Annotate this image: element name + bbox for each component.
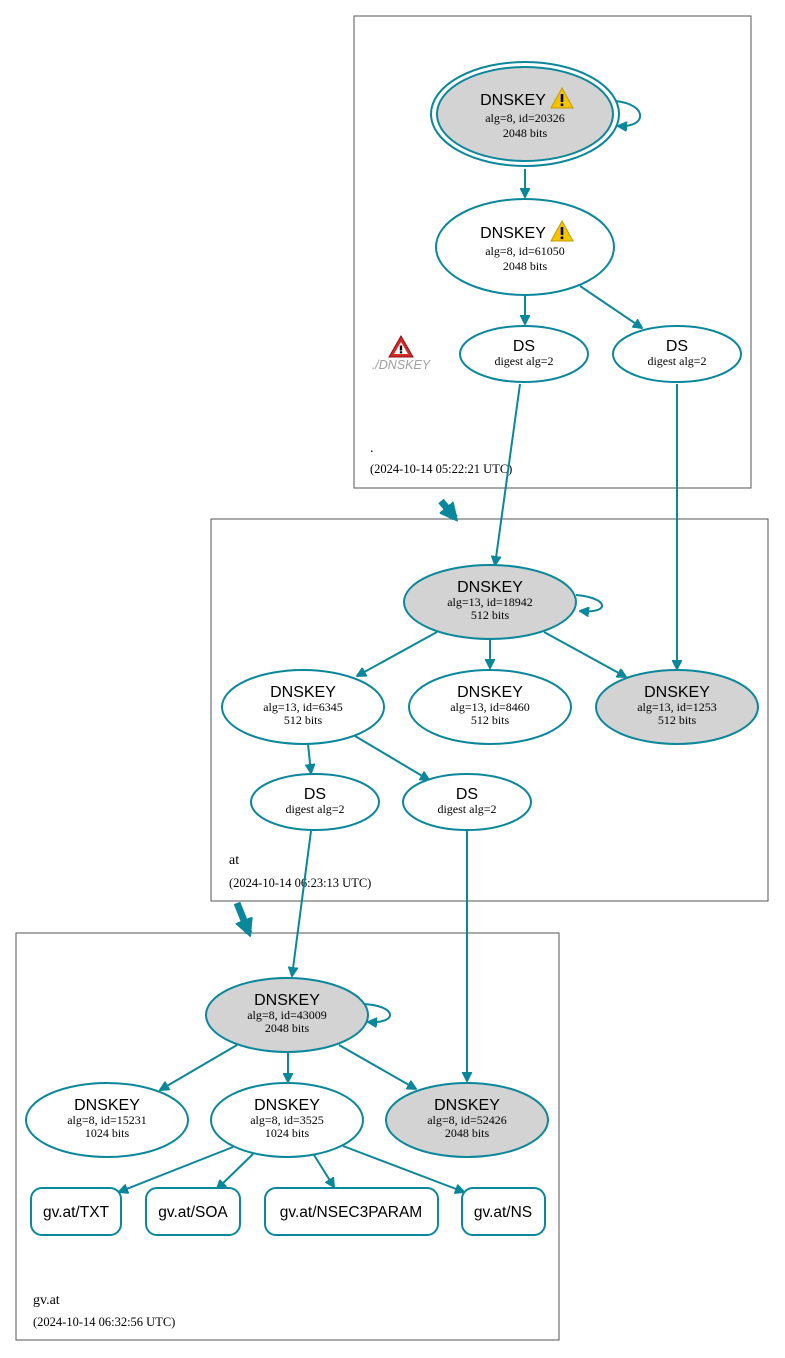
node-title: DS [666, 338, 688, 355]
node-line1: digest alg=2 [285, 802, 344, 816]
dnskey-node-at-1253[interactable]: DNSKEY alg=13, id=1253 512 bits [595, 669, 759, 745]
edge-gv-k3525-nsec3param [313, 1154, 334, 1187]
node-line1: alg=8, id=20326 [485, 111, 565, 125]
edge-root-ksk-self [614, 100, 642, 126]
zone-root-timestamp: (2024-10-14 05:22:21 UTC) [370, 462, 512, 476]
node-line1: alg=13, id=6345 [263, 700, 343, 714]
node-line2: 2048 bits [503, 259, 548, 273]
dnskey-node-at-18942[interactable]: DNSKEY alg=13, id=18942 512 bits [403, 564, 577, 640]
dnskey-node-gv-3525[interactable]: DNSKEY alg=8, id=3525 1024 bits [210, 1082, 364, 1158]
zone-gvat-timestamp: (2024-10-14 06:32:56 UTC) [33, 1315, 175, 1329]
ds-node-at-1[interactable]: DS digest alg=2 [250, 773, 380, 831]
warning-icon [550, 219, 574, 242]
node-line2: 2048 bits [445, 1126, 490, 1140]
node-line2: 512 bits [658, 713, 697, 727]
node-line1: alg=13, id=8460 [450, 700, 530, 714]
rrset-node-txt[interactable]: gv.at/TXT [30, 1187, 122, 1236]
node-line1: digest alg=2 [437, 802, 496, 816]
node-line2: 2048 bits [265, 1021, 310, 1035]
delegation-arrow-at-gvat [233, 901, 249, 933]
edge-gv-k3525-txt [119, 1146, 234, 1192]
node-line2: 512 bits [284, 713, 323, 727]
ds-node-at-2[interactable]: DS digest alg=2 [402, 773, 532, 831]
dnskey-node-root-61050[interactable]: DNSKEY alg=8, id=61050 2048 bits [435, 198, 615, 296]
node-line2: 1024 bits [85, 1126, 130, 1140]
ds-node-root-2[interactable]: DS digest alg=2 [612, 325, 742, 383]
edge-root-zsk-ds2 [579, 285, 642, 328]
ds-node-root-1[interactable]: DS digest alg=2 [459, 325, 589, 383]
edge-at-ksk-self [575, 594, 603, 611]
warning-icon [550, 86, 574, 109]
edge-at-k6345-ds1 [308, 743, 311, 773]
node-title: DNSKEY [457, 684, 523, 701]
edge-at-ds1-gv-ksk [292, 830, 312, 976]
node-title: DNSKEY [480, 92, 546, 109]
node-title: DNSKEY [434, 1097, 500, 1114]
edge-at-ksk-k6345 [357, 631, 438, 676]
edge-gv-ksk-k15231 [160, 1044, 238, 1090]
node-line2: 512 bits [471, 608, 510, 622]
rrset-label: gv.at/TXT [43, 1204, 110, 1221]
edge-gv-k3525-soa [217, 1153, 254, 1189]
rrset-node-soa[interactable]: gv.at/SOA [145, 1187, 241, 1236]
node-title: DS [304, 786, 326, 803]
dnskey-node-gv-52426[interactable]: DNSKEY alg=8, id=52426 2048 bits [385, 1082, 549, 1158]
edge-at-ksk-k1253 [543, 631, 626, 677]
missing-dnskey-node[interactable]: ./DNSKEY [372, 334, 432, 372]
dnskey-node-at-8460[interactable]: DNSKEY alg=13, id=8460 512 bits [408, 669, 572, 745]
zone-root-name: . [370, 441, 374, 456]
node-title: DNSKEY [254, 1097, 320, 1114]
node-title: DNSKEY [644, 684, 710, 701]
node-title: DNSKEY [254, 992, 320, 1009]
rrset-label: gv.at/NSEC3PARAM [280, 1204, 422, 1221]
node-line1: alg=8, id=15231 [67, 1113, 147, 1127]
node-line1: alg=8, id=3525 [250, 1113, 324, 1127]
rrset-label: gv.at/NS [474, 1204, 532, 1221]
node-title: DNSKEY [457, 579, 523, 596]
dnskey-node-root-20326[interactable]: DNSKEY alg=8, id=20326 2048 bits [430, 61, 620, 167]
node-title: DNSKEY [270, 684, 336, 701]
node-line1: alg=8, id=61050 [485, 244, 565, 258]
edge-root-ds1-at-ksk [495, 383, 521, 565]
edge-gv-ksk-k52426 [338, 1044, 416, 1089]
dnskey-node-at-6345[interactable]: DNSKEY alg=13, id=6345 512 bits [221, 669, 385, 745]
rrset-node-ns[interactable]: gv.at/NS [461, 1187, 546, 1236]
zone-at-name: at [229, 853, 239, 868]
node-line2: 2048 bits [503, 126, 548, 140]
zone-at-timestamp: (2024-10-14 06:23:13 UTC) [229, 876, 371, 890]
node-line2: 1024 bits [265, 1126, 310, 1140]
node-line1: alg=8, id=52426 [427, 1113, 507, 1127]
node-title: DNSKEY [480, 225, 546, 242]
node-line2: 512 bits [471, 713, 510, 727]
missing-dnskey-label: ./DNSKEY [372, 358, 432, 372]
zone-gvat-name: gv.at [33, 1293, 60, 1308]
node-line1: alg=8, id=43009 [247, 1008, 327, 1022]
edge-gv-k3525-ns [342, 1145, 464, 1192]
node-title: DNSKEY [74, 1097, 140, 1114]
node-line1: digest alg=2 [494, 354, 553, 368]
edge-at-k6345-ds2 [354, 735, 429, 780]
delegation-arrow-root-at [438, 498, 455, 518]
rrset-node-nsec3param[interactable]: gv.at/NSEC3PARAM [264, 1187, 439, 1236]
edge-gv-ksk-self [363, 1003, 391, 1022]
node-line1: alg=13, id=18942 [447, 595, 533, 609]
error-icon [388, 334, 414, 358]
node-line1: alg=13, id=1253 [637, 700, 717, 714]
rrset-label: gv.at/SOA [158, 1204, 228, 1221]
node-title: DS [456, 786, 478, 803]
node-title: DS [513, 338, 535, 355]
dnskey-node-gv-43009[interactable]: DNSKEY alg=8, id=43009 2048 bits [205, 977, 369, 1053]
node-line1: digest alg=2 [647, 354, 706, 368]
dnskey-node-gv-15231[interactable]: DNSKEY alg=8, id=15231 1024 bits [25, 1082, 189, 1158]
